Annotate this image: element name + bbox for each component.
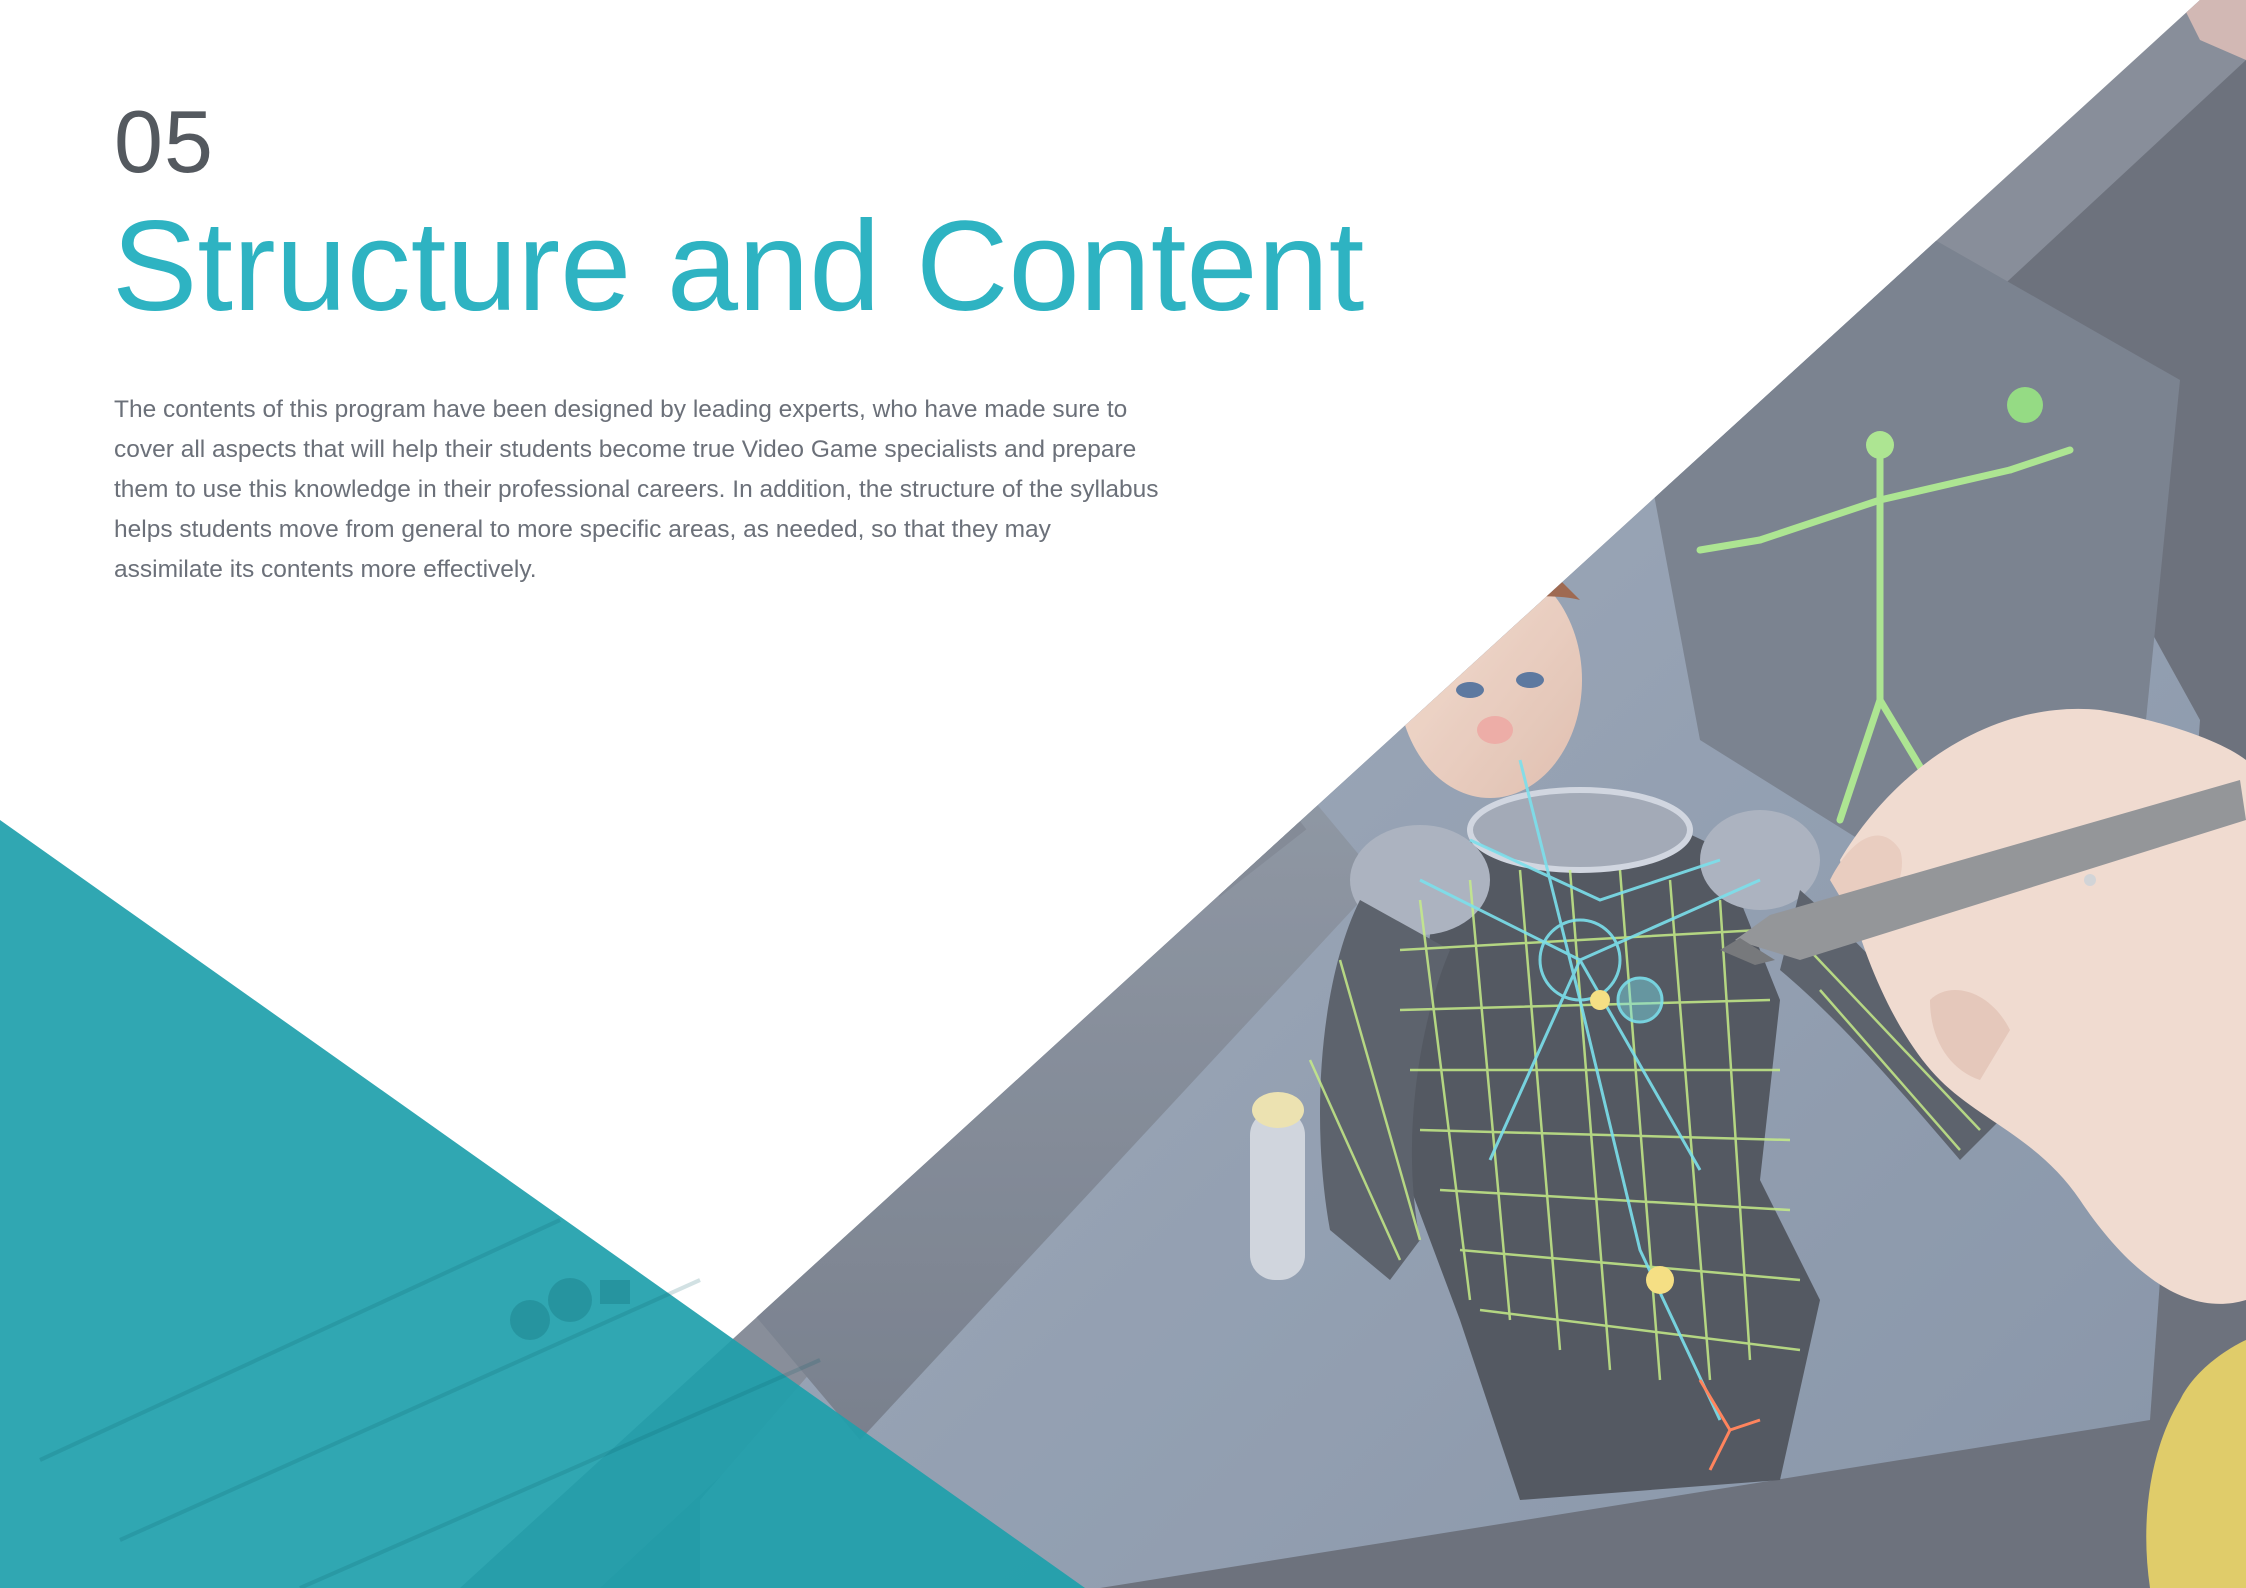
intro-paragraph: The contents of this program have been d…	[114, 396, 1159, 583]
section-number: 05	[114, 92, 214, 191]
section-title: Structure and Content	[112, 195, 1365, 338]
